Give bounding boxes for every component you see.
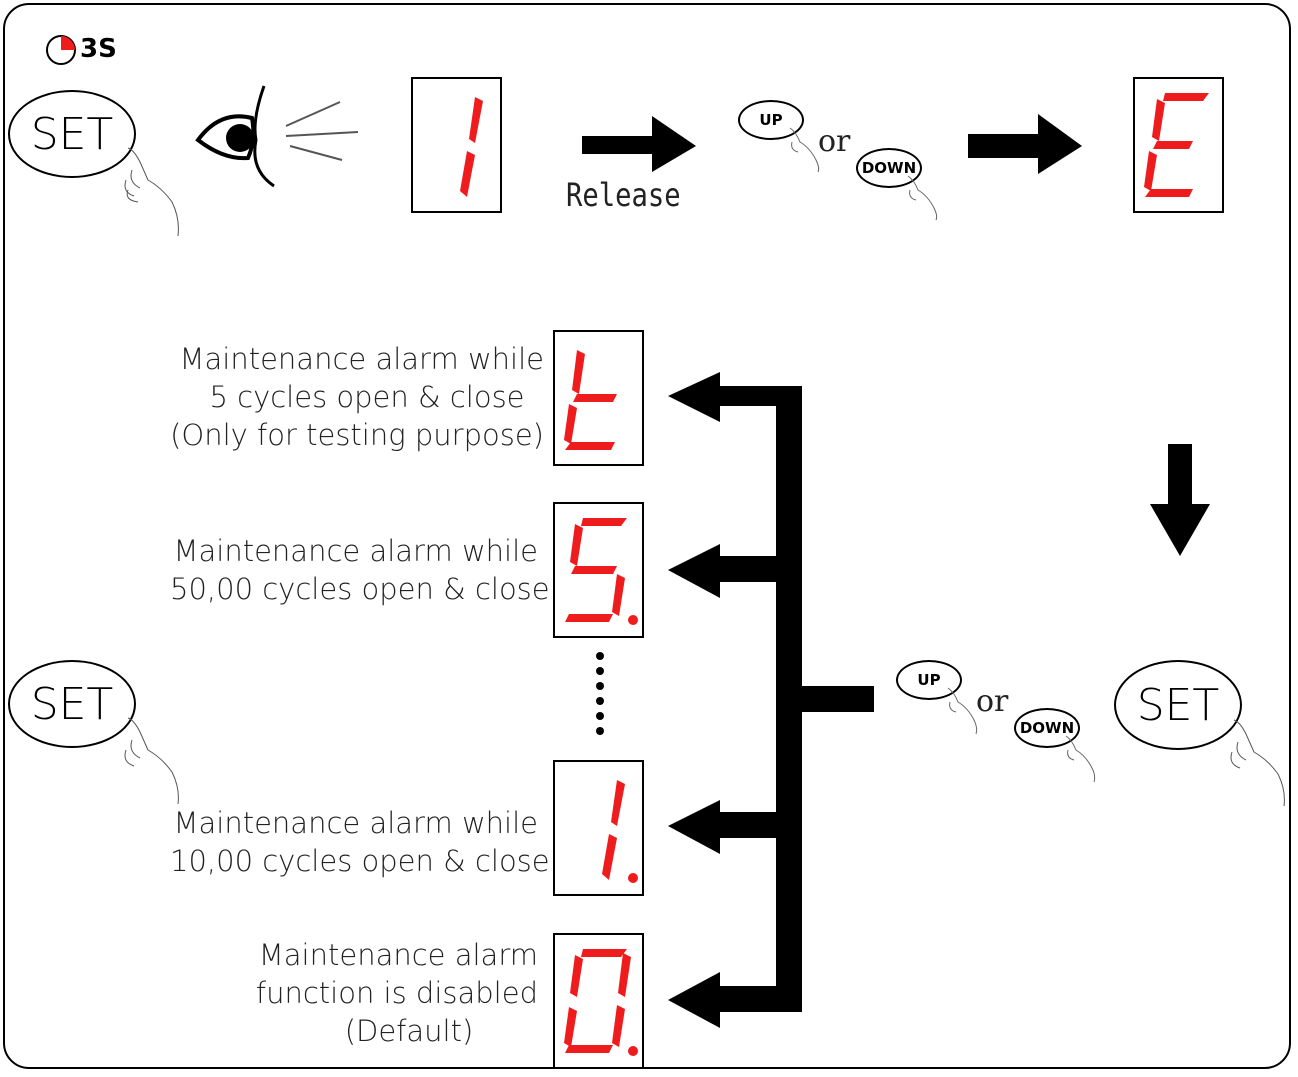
timer-label: 3S [80,34,117,64]
display-option-t: t [553,330,644,466]
or-label-top: or [818,124,851,159]
segment-digit-5 [565,518,638,625]
segment-digit-t [564,350,617,450]
or-label-bottom: or [976,684,1009,719]
pressing-hand-icon [124,717,179,805]
display-step-e: E [1133,77,1224,213]
option-label-disabled: Maintenance alarm function is disabled (… [255,938,538,1048]
display-step-one: 1 [411,77,502,213]
down-button-top[interactable]: DOWN [856,148,922,188]
segment-digit-one [460,97,483,197]
release-label: Release [566,176,681,214]
set-button-bottom-right[interactable]: SET [1114,660,1242,750]
display-option-1: 1. [553,760,644,896]
arrow-right-icon [582,116,696,172]
arrow-down-icon [1150,444,1210,556]
timer-icon [46,35,76,65]
display-option-5: 5. [553,502,644,638]
pressing-hand-icon [1065,735,1096,783]
arrow-left-icon [668,972,802,1028]
arrow-left-icon [668,372,802,422]
option-label-1000: Maintenance alarm while 10,00 cycles ope… [170,806,550,878]
segment-digit-1 [602,780,638,883]
pressing-hand-icon [124,147,179,237]
pressing-hand-icon [907,175,938,221]
option-label-5000: Maintenance alarm while 50,00 cycles ope… [170,534,550,606]
up-button-top[interactable]: UP [738,100,804,140]
pressing-hand-icon [789,127,820,173]
pressing-hand-icon [947,687,978,735]
segment-digit-e [1144,93,1209,197]
option-label-testing: Maintenance alarm while 5 cycles open & … [170,342,544,452]
arrow-right-icon [968,114,1082,174]
set-button-top[interactable]: SET [8,90,136,178]
arrow-left-icon [668,800,802,854]
branch-connector [668,372,874,1028]
down-button-bottom[interactable]: DOWN [1014,708,1080,748]
set-button-bottom-left[interactable]: SET [8,660,136,748]
up-button-bottom[interactable]: UP [896,660,962,700]
arrow-left-icon [668,544,802,598]
ellipsis-dots [594,652,606,742]
pressing-hand-icon [1230,719,1285,807]
display-option-0: 0. [553,933,644,1069]
diagram-frame [3,3,1291,1069]
eye-icon [195,85,359,188]
segment-digit-0 [564,949,638,1056]
